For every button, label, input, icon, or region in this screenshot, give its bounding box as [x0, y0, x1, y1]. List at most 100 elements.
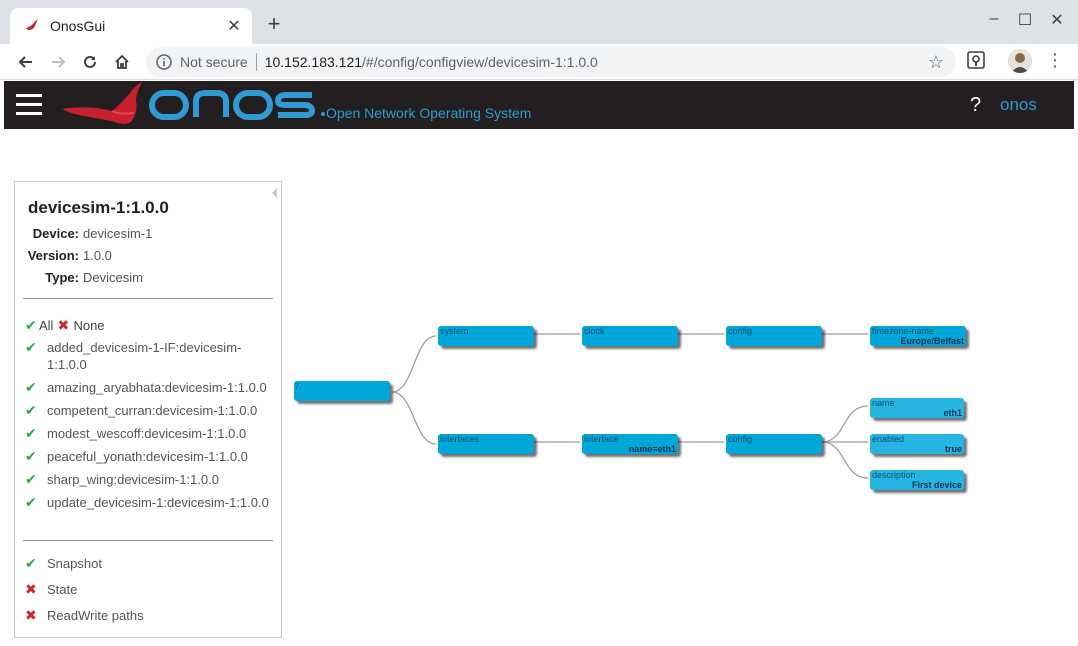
- not-secure-label: Not secure: [180, 54, 248, 70]
- layer-label: peaceful_yonath:devicesim-1:1.0.0: [47, 449, 248, 464]
- check-icon[interactable]: ✔: [25, 425, 37, 441]
- tree-leaf-description[interactable]: description First device: [870, 470, 964, 490]
- home-icon[interactable]: [110, 50, 134, 74]
- layer-item[interactable]: ✔ competent_curran:devicesim-1:1.0.0: [25, 402, 275, 419]
- minimize-icon[interactable]: –: [989, 10, 999, 27]
- onos-masthead: Open Network Operating System ? onos: [4, 81, 1074, 129]
- omnibox-divider: [255, 53, 257, 71]
- panel-divider: [23, 298, 273, 299]
- readwrite-paths-option[interactable]: ✖ ReadWrite paths: [25, 607, 275, 624]
- prop-key: Device:: [32, 226, 79, 241]
- tree-node-clock[interactable]: clock: [582, 326, 678, 346]
- node-name: interfaces: [440, 434, 480, 444]
- nav-menu-icon[interactable]: [16, 94, 42, 116]
- layer-item[interactable]: ✔ peaceful_yonath:devicesim-1:1.0.0: [25, 448, 275, 465]
- select-all-none: ✔ All ✖ None: [25, 313, 275, 333]
- check-icon[interactable]: ✔: [25, 471, 37, 487]
- bookmark-star-icon[interactable]: ☆: [927, 52, 944, 72]
- node-value: true: [944, 444, 962, 454]
- check-icon[interactable]: ✔: [25, 494, 37, 510]
- layer-item[interactable]: ✔ sharp_wing:devicesim-1:1.0.0: [25, 471, 275, 488]
- tree-node-interface-config[interactable]: config: [726, 434, 822, 454]
- prop-value: Devicesim: [83, 270, 143, 285]
- tree-link: [821, 441, 869, 479]
- cross-icon[interactable]: ✖: [25, 607, 37, 623]
- prop-device: Device: devicesim-1: [15, 226, 283, 248]
- prop-version: Version: 1.0.0: [15, 248, 283, 270]
- onos-logo: [62, 82, 325, 124]
- layer-item[interactable]: ✔ update_devicesim-1:devicesim-1:1.0.0: [25, 494, 275, 511]
- snapshot-label: Snapshot: [47, 556, 102, 571]
- device-properties: Device: devicesim-1 Version: 1.0.0 Type:…: [15, 226, 283, 292]
- browser-tab[interactable]: OnosGui ✕: [10, 8, 252, 44]
- address-bar[interactable]: Not secure 10.152.183.121 /#/config/conf…: [146, 47, 956, 77]
- config-tree: / system clock config timezone-name Euro…: [290, 140, 1074, 640]
- layer-label: added_devicesim-1-IF:devicesim-1:1.0.0: [47, 340, 242, 372]
- layer-item[interactable]: ✔ added_devicesim-1-IF:devicesim-1:1.0.0: [25, 339, 275, 373]
- check-icon[interactable]: ✔: [25, 339, 37, 355]
- browser-toolbar: Not secure 10.152.183.121 /#/config/conf…: [0, 44, 1078, 80]
- layer-label: update_devicesim-1:devicesim-1:1.0.0: [47, 495, 269, 510]
- layer-label: amazing_aryabhata:devicesim-1:1.0.0: [47, 380, 267, 395]
- check-icon[interactable]: ✔: [25, 555, 37, 571]
- prop-value: 1.0.0: [83, 248, 112, 263]
- tree-node-interface[interactable]: interface name=eth1: [582, 434, 678, 454]
- node-name: description: [872, 470, 916, 480]
- tree-leaf-enabled[interactable]: enabled true: [870, 434, 964, 454]
- node-value: eth1: [943, 408, 962, 418]
- forward-icon[interactable]: [46, 50, 70, 74]
- prop-key: Type:: [45, 270, 79, 285]
- onos-tagline: Open Network Operating System: [326, 105, 532, 121]
- new-tab-icon[interactable]: +: [267, 11, 281, 36]
- check-icon[interactable]: ✔: [25, 402, 37, 418]
- select-all-label[interactable]: All: [39, 318, 54, 333]
- node-name: interface: [584, 434, 619, 444]
- prop-value: devicesim-1: [83, 226, 153, 241]
- info-icon[interactable]: [156, 54, 172, 70]
- extension-icon[interactable]: [966, 50, 986, 70]
- tree-node-interfaces[interactable]: interfaces: [438, 434, 534, 454]
- tree-node-root[interactable]: /: [294, 381, 390, 401]
- layer-label: competent_curran:devicesim-1:1.0.0: [47, 403, 258, 418]
- check-icon[interactable]: ✔: [25, 448, 37, 464]
- profile-avatar[interactable]: [1008, 49, 1032, 73]
- node-value: First device: [911, 480, 962, 490]
- layer-label: modest_wescoff:devicesim-1:1.0.0: [47, 426, 247, 441]
- layer-item[interactable]: ✔ modest_wescoff:devicesim-1:1.0.0: [25, 425, 275, 442]
- node-name: system: [440, 326, 469, 336]
- user-name-link[interactable]: onos: [1000, 95, 1037, 114]
- prop-type: Type: Devicesim: [15, 270, 283, 292]
- select-all-check-icon[interactable]: ✔: [25, 317, 37, 333]
- select-none-label[interactable]: None: [73, 318, 105, 333]
- check-icon[interactable]: ✔: [25, 379, 37, 395]
- panel-divider: [23, 540, 273, 541]
- tab-close-icon[interactable]: ✕: [227, 18, 241, 35]
- cross-icon[interactable]: ✖: [25, 581, 37, 597]
- node-name: clock: [584, 326, 605, 336]
- view-options: ✔ Snapshot ✖ State ✖ ReadWrite paths: [25, 555, 275, 624]
- layer-item[interactable]: ✔ amazing_aryabhata:devicesim-1:1.0.0: [25, 379, 275, 396]
- help-icon[interactable]: ?: [970, 94, 982, 116]
- back-icon[interactable]: [14, 50, 38, 74]
- maximize-icon[interactable]: ☐: [1017, 12, 1033, 29]
- layer-list: ✔ All ✖ None ✔ added_devicesim-1-IF:devi…: [25, 313, 275, 511]
- panel-title: devicesim-1:1.0.0: [28, 198, 169, 217]
- panel-collapse-icon[interactable]: [272, 188, 277, 198]
- tree-leaf-name[interactable]: name eth1: [870, 398, 964, 418]
- tree-link: [821, 405, 869, 443]
- select-none-cross-icon[interactable]: ✖: [57, 317, 70, 333]
- url-path: /#/config/configview/devicesim-1:1.0.0: [362, 54, 598, 70]
- tree-links: [391, 333, 869, 479]
- window-close-icon[interactable]: ✕: [1050, 12, 1064, 29]
- browser-menu-icon[interactable]: ⋮: [1046, 50, 1064, 70]
- node-value: Europe/Belfast: [900, 336, 964, 346]
- prop-key: Version:: [27, 248, 79, 263]
- node-value: name=eth1: [628, 444, 676, 454]
- reload-icon[interactable]: [78, 50, 102, 74]
- tree-node-timezone-name[interactable]: timezone-name Europe/Belfast: [870, 326, 966, 346]
- state-option[interactable]: ✖ State: [25, 581, 275, 598]
- tree-node-system[interactable]: system: [438, 326, 534, 346]
- snapshot-option[interactable]: ✔ Snapshot: [25, 555, 275, 572]
- browser-tab-bar: OnosGui ✕ + – ☐ ✕: [0, 0, 1078, 44]
- tree-node-clock-config[interactable]: config: [726, 326, 822, 346]
